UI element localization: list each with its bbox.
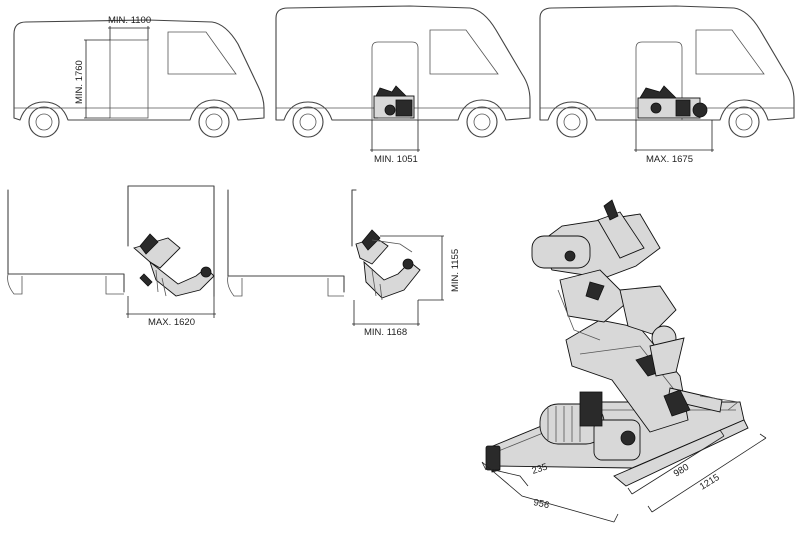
dim-min-1100: MIN. 1100	[108, 15, 151, 26]
van-view-3: MAX. 1675	[539, 5, 795, 165]
van-front-wheel	[466, 106, 498, 138]
dim-956: 956	[532, 497, 550, 511]
dim-min-1760: MIN. 1760	[74, 60, 85, 104]
dim-1215: 1215	[698, 472, 722, 493]
van-body	[539, 5, 795, 121]
dim-235: 235	[531, 461, 549, 476]
machine-isometric: 235 956 980 1215	[481, 199, 767, 523]
van-body	[275, 5, 531, 121]
side-view-1: MAX. 1620	[7, 185, 216, 328]
machine-silhouette	[373, 85, 415, 119]
dim-min-1051: MIN. 1051	[374, 154, 418, 165]
rear-body-right	[351, 189, 357, 247]
van-rear-wheel	[28, 106, 60, 138]
rear-body-left	[7, 189, 125, 293]
machine-tilted	[133, 233, 215, 297]
rear-body-left	[227, 189, 345, 293]
dim-min-1168: MIN. 1168	[364, 327, 407, 338]
van-window	[167, 31, 237, 75]
van-front-wheel	[728, 106, 760, 138]
van-window	[429, 29, 499, 75]
machine-silhouette	[637, 85, 708, 119]
van-rear-wheel	[556, 106, 588, 138]
side-view-2: MIN. 1168 MIN. 1155	[227, 189, 461, 338]
arm-assembly	[531, 199, 685, 377]
van-body	[13, 19, 265, 121]
van-side-door	[371, 41, 419, 120]
van-window	[695, 29, 765, 75]
column	[565, 319, 689, 433]
van-view-1: MIN. 1100 MIN. 1760	[13, 15, 265, 138]
dim-min-1155: MIN. 1155	[450, 249, 461, 292]
dim-980: 980	[672, 462, 691, 480]
van-side-door	[635, 41, 683, 120]
machine-folded	[355, 229, 421, 301]
van-view-2: MIN. 1051	[275, 5, 531, 165]
motor	[539, 391, 641, 461]
dim-max-1620: MAX. 1620	[148, 317, 195, 328]
van-side-door	[109, 39, 149, 119]
van-front-wheel	[198, 106, 230, 138]
van-rear-wheel	[292, 106, 324, 138]
rear-body-right	[127, 185, 215, 297]
dim-max-1675: MAX. 1675	[646, 154, 693, 165]
